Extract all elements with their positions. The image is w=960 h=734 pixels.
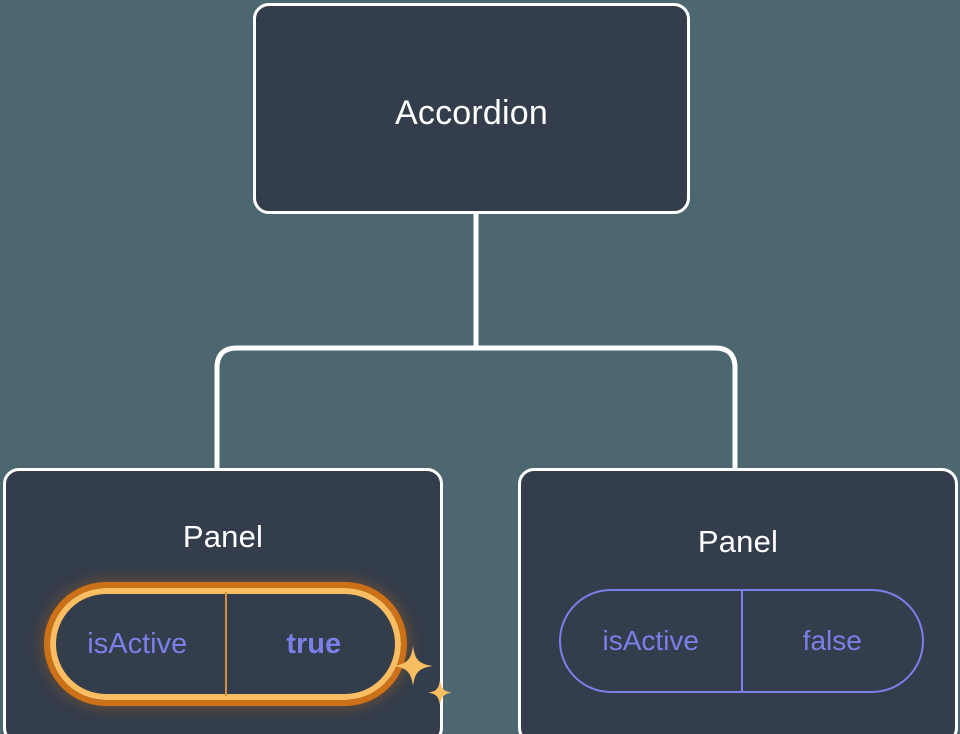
edge-branch-bar bbox=[214, 345, 738, 468]
node-panel-right-title: Panel bbox=[697, 524, 779, 559]
prop-pill-isactive-false[interactable]: isActive false bbox=[559, 589, 924, 693]
sparkle-small-icon bbox=[428, 680, 452, 705]
prop-pill-left-wrapper: isActive true bbox=[38, 576, 452, 712]
node-accordion[interactable]: Accordion bbox=[253, 3, 690, 214]
prop-pill-divider-left bbox=[224, 592, 227, 696]
prop-value-left: true bbox=[286, 627, 342, 660]
prop-pill-divider-right bbox=[740, 591, 743, 691]
prop-value-right: false bbox=[802, 625, 862, 656]
prop-name-left: isActive bbox=[87, 627, 188, 660]
node-accordion-title: Accordion bbox=[395, 94, 548, 132]
node-panel-right[interactable]: Panel isActive false bbox=[518, 468, 958, 734]
prop-name-right: isActive bbox=[602, 625, 699, 656]
prop-pill-right-wrapper: isActive false bbox=[559, 589, 924, 693]
node-panel-left[interactable]: Panel isActive true bbox=[3, 468, 452, 734]
prop-pill-isactive-true[interactable]: isActive true bbox=[44, 582, 407, 706]
node-panel-left-title: Panel bbox=[182, 519, 264, 554]
